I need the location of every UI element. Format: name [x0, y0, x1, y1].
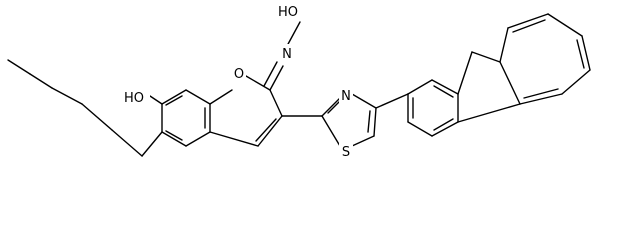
bond	[523, 88, 559, 99]
atom-label-oxime-nitrogen: N	[282, 47, 292, 62]
bond	[7, 59, 31, 75]
bond	[581, 35, 591, 71]
bond	[269, 89, 283, 117]
bond	[351, 93, 377, 109]
bond	[547, 13, 583, 37]
bond	[367, 110, 371, 133]
bond	[286, 21, 301, 47]
bond	[165, 130, 183, 141]
molecule-drawing: HO N O HO N S	[7, 2, 591, 160]
atom-label-thiazole-nitrogen: N	[341, 89, 351, 104]
fluorene-ring-system	[407, 13, 591, 137]
bond	[149, 95, 163, 105]
bond	[321, 97, 341, 117]
atom-labels: HO N O HO N S	[118, 2, 353, 160]
bond	[51, 87, 83, 105]
bond	[81, 103, 113, 131]
thiazole-ring	[321, 93, 377, 147]
bond	[457, 103, 521, 123]
bond	[407, 121, 433, 137]
bond	[407, 79, 433, 95]
bond	[165, 95, 183, 106]
bond	[561, 69, 591, 95]
bond	[263, 61, 278, 87]
bond	[373, 107, 377, 137]
bond	[209, 131, 259, 147]
structure-canvas: HO N O HO N S	[7, 2, 591, 160]
bond	[431, 121, 459, 137]
bond	[255, 118, 277, 142]
bond	[499, 27, 509, 63]
bond	[141, 131, 163, 157]
bond	[433, 85, 454, 98]
bond	[269, 65, 284, 91]
bond	[457, 51, 473, 95]
bond	[499, 61, 521, 105]
bond	[29, 73, 53, 89]
atom-label-ring-oxygen: O	[234, 67, 244, 82]
atom-label-phenol-hydroxyl: HO	[124, 91, 144, 106]
bond	[576, 39, 585, 69]
atom-label-oxime-hydroxyl: HO	[278, 5, 298, 20]
bond	[111, 129, 143, 157]
bond	[519, 93, 563, 105]
bond	[185, 131, 211, 147]
bond	[185, 89, 211, 105]
bond	[161, 89, 187, 105]
bond	[375, 93, 409, 109]
bond	[512, 19, 546, 33]
bond	[433, 118, 454, 131]
bond	[507, 13, 549, 29]
bond	[327, 99, 342, 114]
bond	[245, 75, 271, 91]
bond	[351, 135, 375, 147]
chromene-ring-system	[7, 21, 301, 157]
atom-label-thiazole-sulfur: S	[342, 145, 350, 160]
bond	[431, 79, 459, 95]
bond	[209, 89, 233, 105]
bond	[471, 51, 501, 63]
bond	[321, 115, 341, 147]
bond	[257, 115, 283, 147]
bond	[161, 131, 187, 147]
